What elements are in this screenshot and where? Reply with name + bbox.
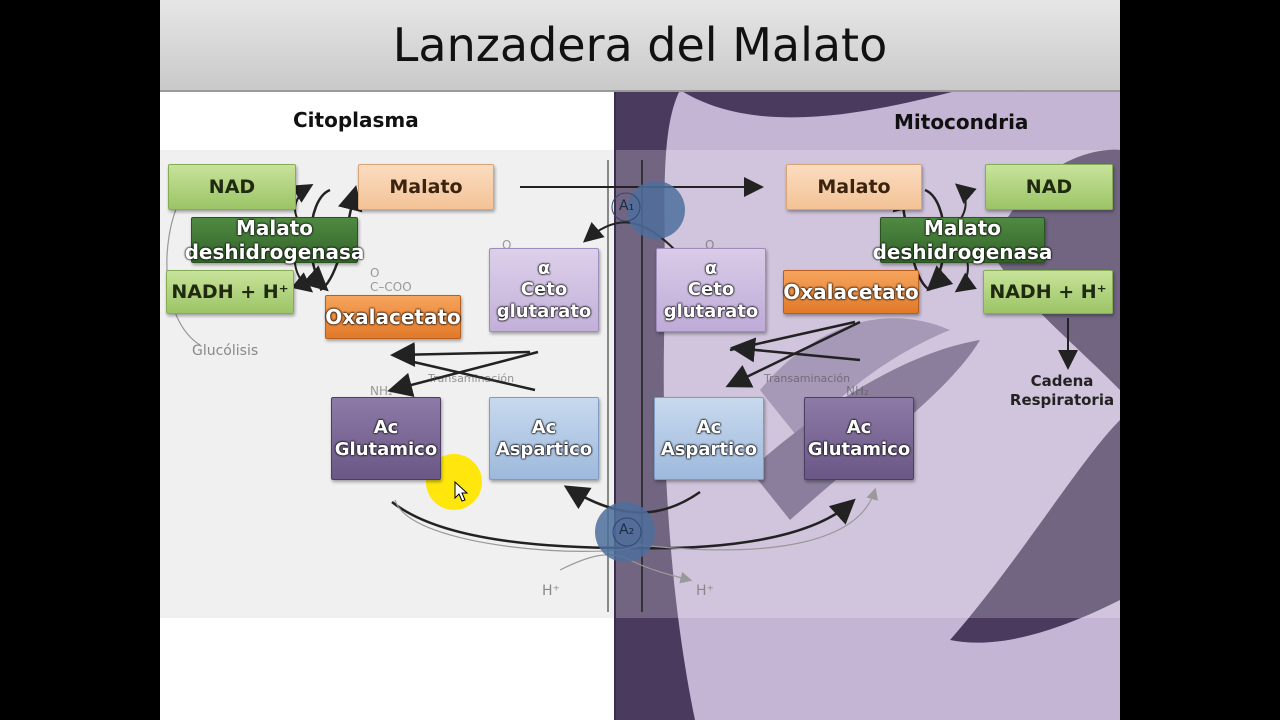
glutamico-label-line2-cytoplasm: Glutamico	[334, 438, 438, 460]
nad-label-cytoplasm: NAD	[208, 175, 256, 198]
enzyme-label-line1-cytoplasm: Malato	[235, 216, 314, 240]
oxalacetato-box-mitochondria: Oxalacetato	[783, 270, 919, 314]
transaminacion-label-mito: Transaminación	[764, 372, 851, 385]
cetoglutarato-box-cytoplasm: α Ceto glutarato	[489, 248, 599, 332]
nadh-box-mitochondria: NADH + H⁺	[983, 270, 1113, 314]
aspartico-label-line1-mitochondria: Ac	[696, 416, 722, 438]
cetoglutarato-label-line3-mitochondria: glutarato	[663, 300, 759, 322]
aspartico-box-cytoplasm: Ac Aspartico	[489, 397, 599, 480]
nad-box-mitochondria: NAD	[985, 164, 1113, 210]
oxalacetato-label-cytoplasm: Oxalacetato	[325, 305, 461, 329]
malato-label-mitochondria: Malato	[817, 175, 891, 198]
aspartico-box-mitochondria: Ac Aspartico	[654, 397, 764, 480]
cetoglutarato-label-line3-cytoplasm: glutarato	[496, 300, 592, 322]
respiratory-chain-label: Cadena Respiratoria	[1006, 372, 1118, 410]
enzyme-box-mitochondria: Malato deshidrogenasa	[873, 216, 1053, 264]
enzyme-label-line1-mitochondria: Malato	[923, 216, 1002, 240]
transporter-a1-label: A₁	[619, 198, 635, 214]
respiratory-chain-line1: Cadena	[1030, 372, 1094, 390]
oxalacetato-label-mitochondria: Oxalacetato	[783, 280, 919, 304]
nadh-box-cytoplasm: NADH + H⁺	[166, 270, 294, 314]
cetoglutarato-label-line1-cytoplasm: α	[537, 257, 551, 279]
malato-box-cytoplasm: Malato	[358, 164, 494, 210]
cetoglutarato-box-mitochondria: α Ceto glutarato	[656, 248, 766, 332]
nad-box-cytoplasm: NAD	[168, 164, 296, 210]
region-label-cytoplasm: Citoplasma	[293, 108, 419, 132]
transaminacion-label-cyto: Transaminación	[428, 372, 515, 385]
enzyme-label-line2-mitochondria: deshidrogenasa	[872, 240, 1053, 264]
glutamico-label-line1-mitochondria: Ac	[846, 416, 872, 438]
malato-box-mitochondria: Malato	[786, 164, 922, 210]
transporter-a2-label: A₂	[619, 522, 635, 538]
aspartico-label-line2-cytoplasm: Aspartico	[495, 438, 593, 460]
slide-title: Lanzadera del Malato	[392, 18, 888, 72]
nadh-label-mitochondria: NADH + H⁺	[989, 280, 1107, 303]
cetoglutarato-label-line2-mitochondria: Ceto	[687, 279, 735, 301]
proton-label-mito: H⁺	[696, 583, 714, 599]
glucolisis-label: Glucólisis	[192, 343, 259, 359]
aspartico-label-line2-mitochondria: Aspartico	[660, 438, 758, 460]
aspartico-label-line1-cytoplasm: Ac	[531, 416, 557, 438]
reaction-arrows	[166, 160, 1078, 612]
oxalacetato-box-cytoplasm: Oxalacetato	[325, 295, 461, 339]
respiratory-chain-line2: Respiratoria	[1009, 390, 1115, 409]
enzyme-box-cytoplasm: Malato deshidrogenasa	[185, 216, 365, 264]
enzyme-label-line2-cytoplasm: deshidrogenasa	[184, 240, 365, 264]
glutamico-box-cytoplasm: Ac Glutamico	[331, 397, 441, 480]
slide: Lanzadera del Malato Citoplasma Mitocond…	[160, 0, 1120, 720]
title-bar: Lanzadera del Malato	[160, 0, 1120, 92]
nadh-label-cytoplasm: NADH + H⁺	[171, 280, 289, 303]
malato-label-cytoplasm: Malato	[389, 175, 463, 198]
region-label-mitochondria: Mitocondria	[894, 110, 1029, 134]
cetoglutarato-label-line1-mitochondria: α	[704, 257, 718, 279]
glutamico-box-mitochondria: Ac Glutamico	[804, 397, 914, 480]
glutamico-label-line2-mitochondria: Glutamico	[807, 438, 911, 460]
nad-label-mitochondria: NAD	[1025, 175, 1073, 198]
glutamico-label-line1-cytoplasm: Ac	[373, 416, 399, 438]
proton-label-cyto: H⁺	[542, 583, 560, 599]
cetoglutarato-label-line2-cytoplasm: Ceto	[520, 279, 568, 301]
